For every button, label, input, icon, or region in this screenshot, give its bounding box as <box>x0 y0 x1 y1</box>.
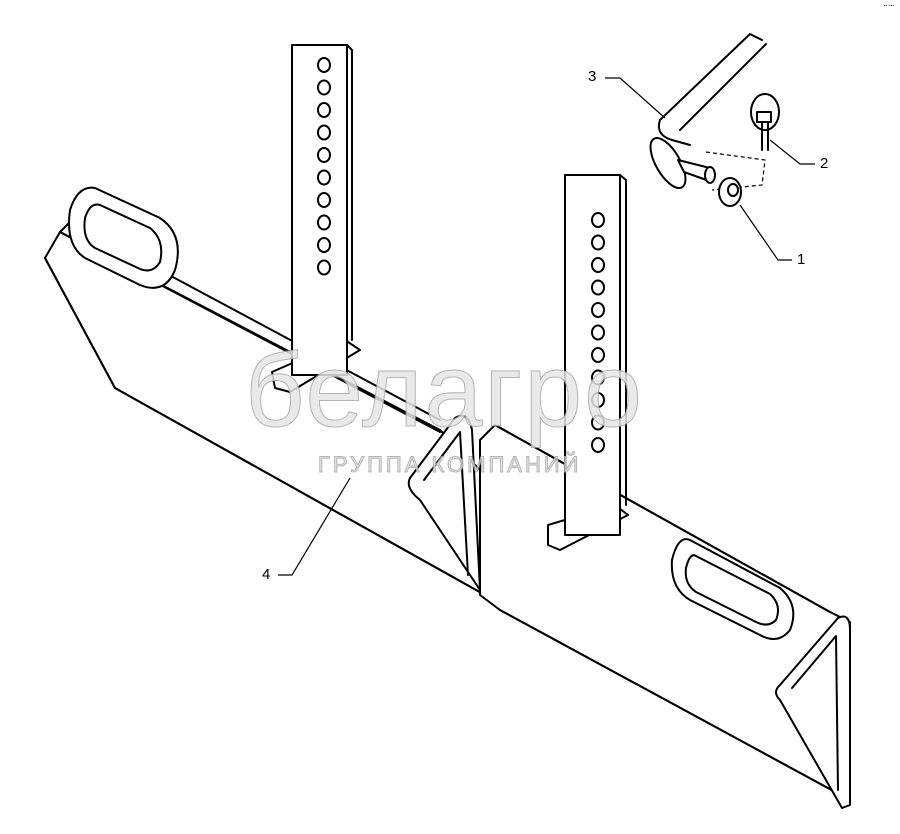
adjustment-hole <box>317 259 331 276</box>
adjustment-hole <box>317 192 331 208</box>
middle-v-joint <box>407 414 481 591</box>
adjustment-hole <box>317 102 331 118</box>
right-adjusting-post <box>547 174 629 551</box>
adjustment-hole <box>317 237 331 253</box>
callout-4: 4 <box>262 566 271 583</box>
callout-2: 2 <box>820 155 829 172</box>
adjustment-hole <box>591 392 605 408</box>
callout-1: 1 <box>797 251 806 268</box>
adjustment-hole <box>317 214 331 231</box>
adjustment-hole <box>591 347 605 363</box>
corner-mark: ▪▪ ▪▪▪ <box>883 3 894 9</box>
adjustment-hole <box>591 324 605 341</box>
adjustment-hole <box>317 169 331 186</box>
adjustment-hole <box>591 302 605 318</box>
locking-pin <box>649 33 767 191</box>
adjustment-hole <box>317 79 331 96</box>
right-shell-beam <box>479 424 851 809</box>
leader-lines <box>278 77 815 576</box>
adjustment-hole <box>317 147 331 163</box>
left-shell-beam <box>44 186 486 596</box>
adjustment-hole <box>591 234 605 251</box>
adjustment-hole <box>591 257 605 273</box>
adjustment-hole <box>591 414 605 431</box>
left-adjusting-post <box>271 44 361 393</box>
adjustment-hole <box>591 279 605 296</box>
callout-3: 3 <box>588 68 597 85</box>
adjustment-hole <box>591 437 605 453</box>
adjustment-hole <box>591 212 605 228</box>
adjustment-hole <box>591 369 605 386</box>
adjustment-hole <box>317 57 331 73</box>
washer <box>718 177 742 207</box>
adjustment-hole <box>317 124 331 141</box>
cotter-pin <box>750 93 780 151</box>
